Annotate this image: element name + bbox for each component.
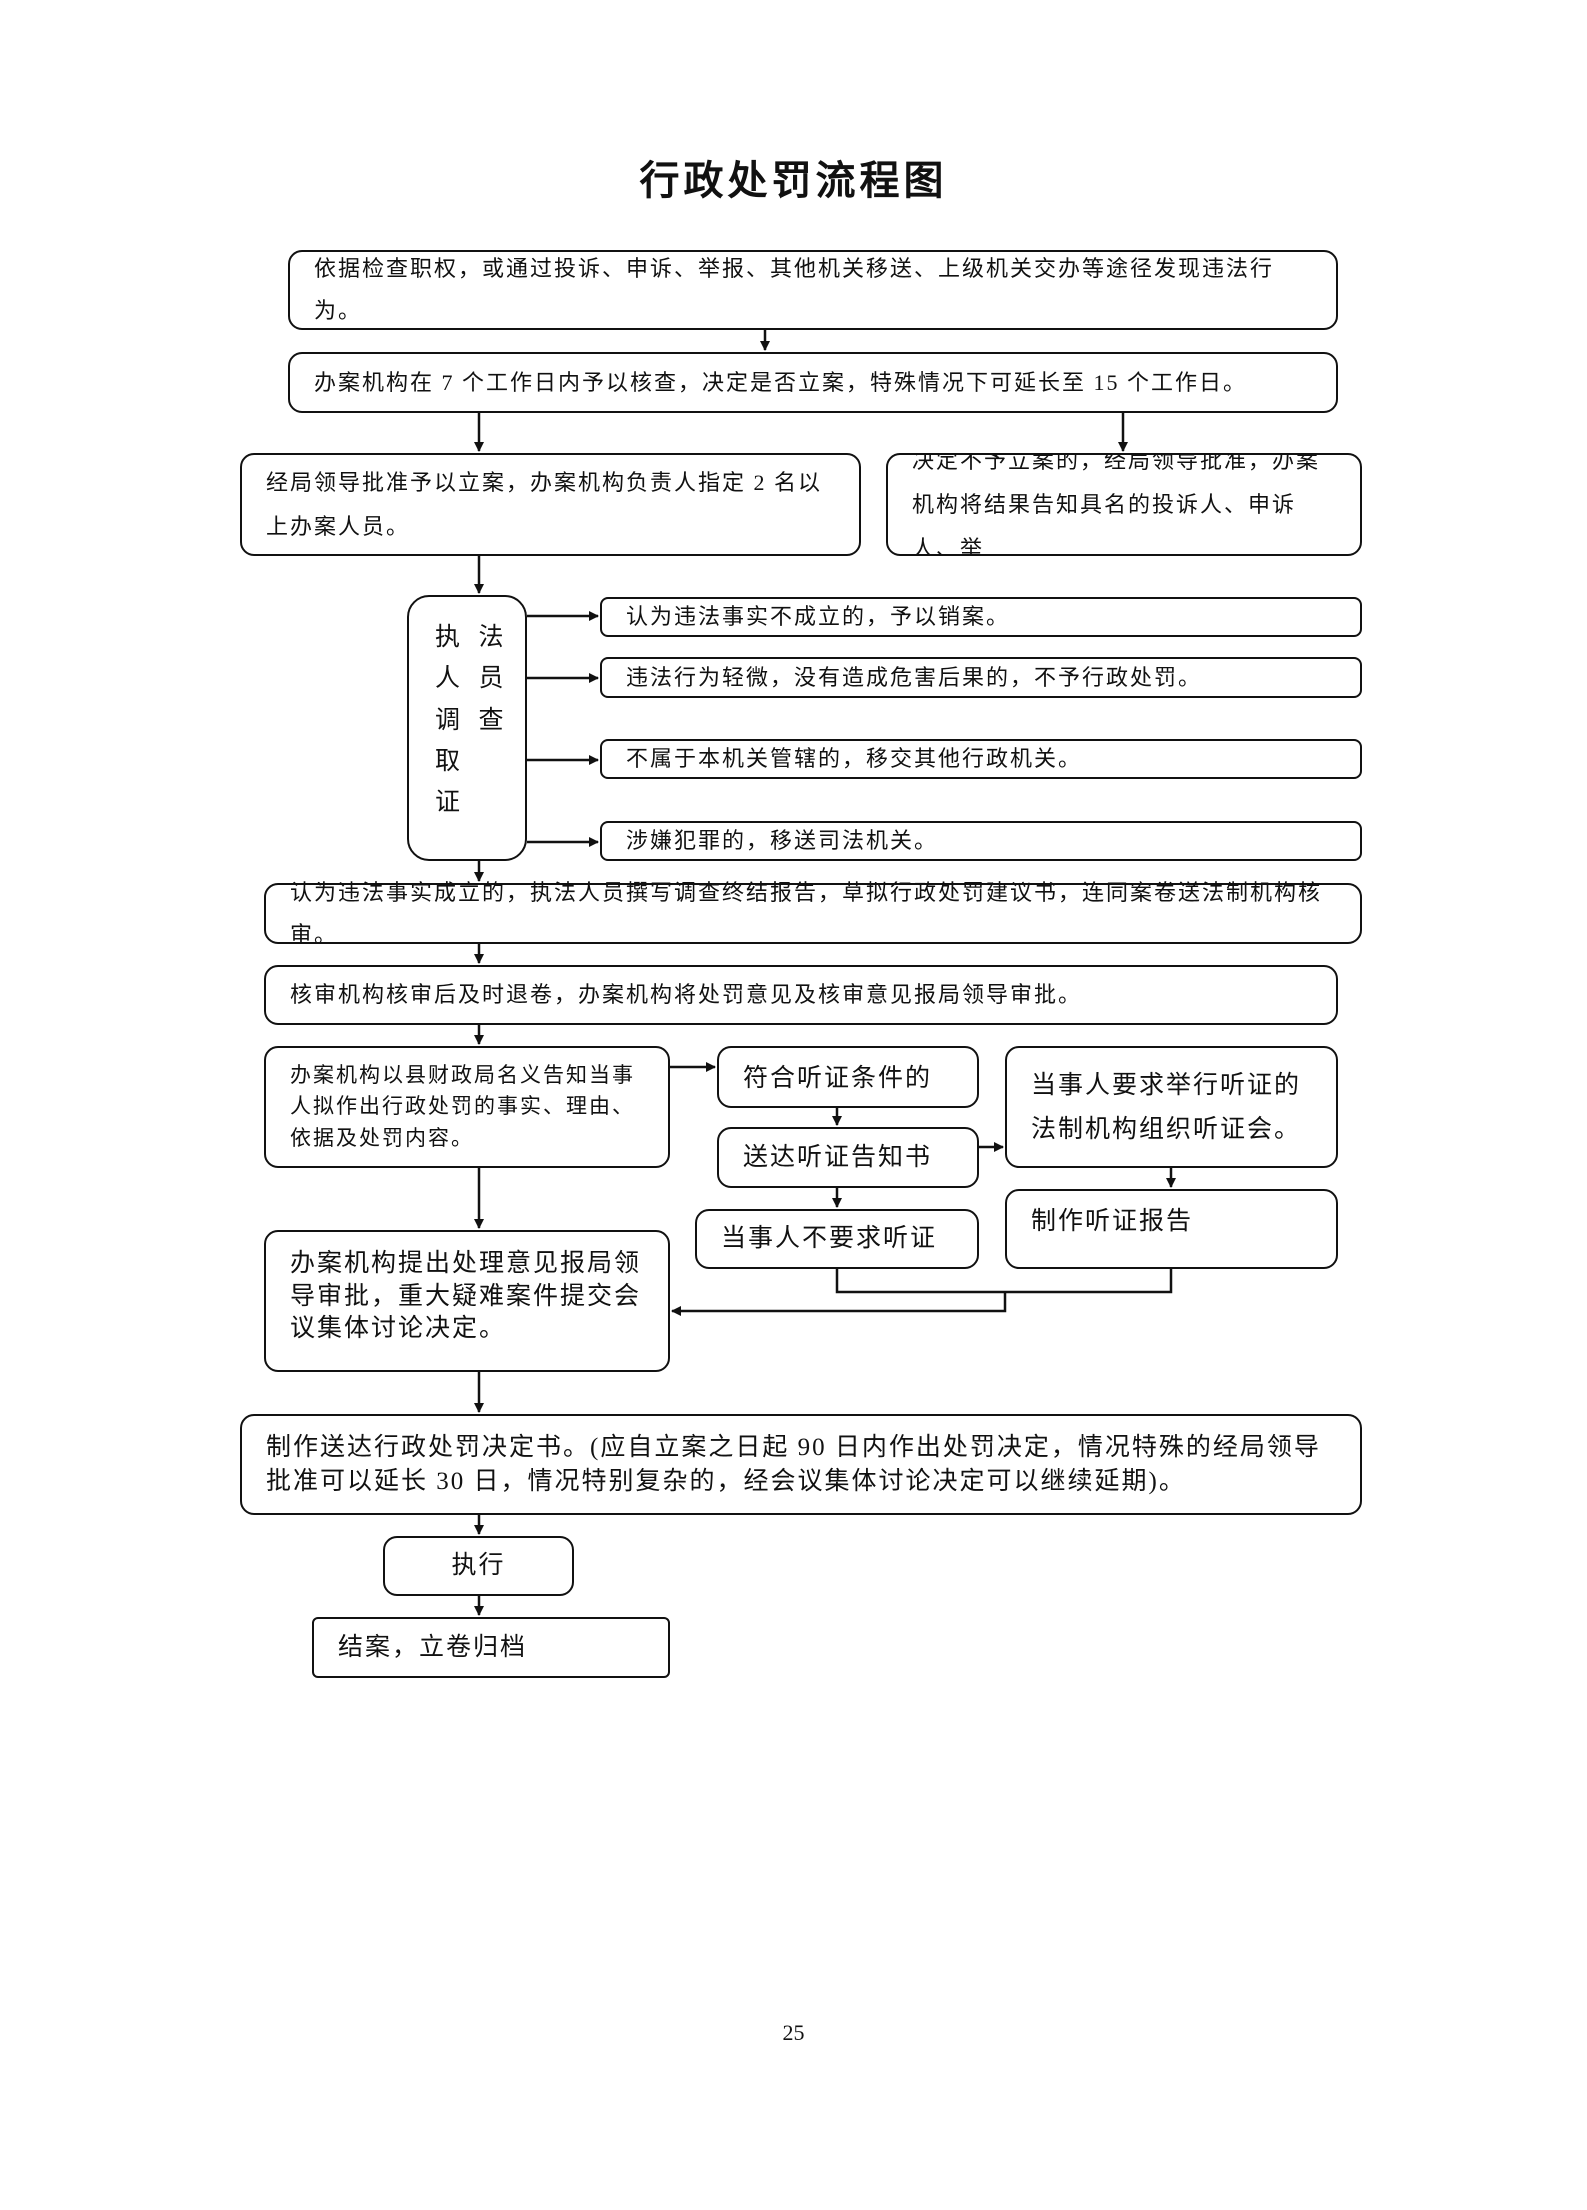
notify-party-box: 办案机构以县财政局名义告知当事人拟作出行政处罚的事实、理由、依据及处罚内容。 — [264, 1046, 670, 1168]
hearing-report-box: 制作听证报告 — [1005, 1189, 1338, 1269]
investigation-report-box: 认为违法事实成立的，执法人员撰写调查终结报告，草拟行政处罚建议书，连同案卷送法制… — [264, 880, 1362, 947]
page-title: 行政处罚流程图 — [639, 158, 948, 203]
investigation-line: 调 查 — [435, 706, 506, 734]
penalty-decision-box: 制作送达行政处罚决定书。(应自立案之日起 90 日内作出处罚决定，情况特殊的经局… — [240, 1414, 1362, 1515]
outcome-judicial-box: 涉嫌犯罪的，移送司法机关。 — [600, 821, 1362, 861]
close-case-box: 结案，立卷归档 — [312, 1617, 670, 1678]
no-hearing-box: 当事人不要求听证 — [695, 1209, 979, 1269]
preliminary-review-box: 办案机构在 7 个工作日内予以核查，决定是否立案，特殊情况下可延长至 15 个工… — [288, 352, 1338, 413]
execute-box: 执行 — [383, 1536, 574, 1596]
discover-violation-box: 依据检查职权，或通过投诉、申诉、举报、其他机关移送、上级机关交办等途径发现违法行… — [288, 250, 1338, 330]
investigation-line: 执 法 — [435, 624, 506, 651]
investigation-line: 取 — [435, 747, 463, 775]
legal-review-box: 核审机构核审后及时退卷，办案机构将处罚意见及核审意见报局领导审批。 — [264, 965, 1338, 1025]
outcome-no-penalty-box: 违法行为轻微，没有造成危害后果的，不予行政处罚。 — [600, 657, 1362, 698]
investigation-line: 人 员 — [435, 665, 506, 693]
no-case-box: 决定不予立案的，经局领导批准，办案机构将结果告知具名的投诉人、申诉人、举 — [886, 453, 1362, 556]
file-case-box: 经局领导批准予以立案，办案机构负责人指定 2 名以上办案人员。 — [240, 453, 861, 556]
hearing-held-box: 当事人要求举行听证的法制机构组织听证会。 — [1005, 1046, 1338, 1168]
outcome-transfer-box: 不属于本机关管辖的，移交其他行政机关。 — [600, 739, 1362, 779]
hearing-eligible-box: 符合听证条件的 — [717, 1046, 979, 1108]
decision-proposal-box: 办案机构提出处理意见报局领导审批，重大疑难案件提交会议集体讨论决定。 — [264, 1230, 670, 1372]
investigation-box: 执 法 人 员 调 查 取 证 — [407, 595, 527, 861]
investigation-line: 证 — [435, 789, 463, 816]
outcome-dismiss-box: 认为违法事实不成立的，予以销案。 — [600, 597, 1362, 637]
page-number: 25 — [782, 2020, 805, 2045]
hearing-notice-box: 送达听证告知书 — [717, 1127, 979, 1188]
